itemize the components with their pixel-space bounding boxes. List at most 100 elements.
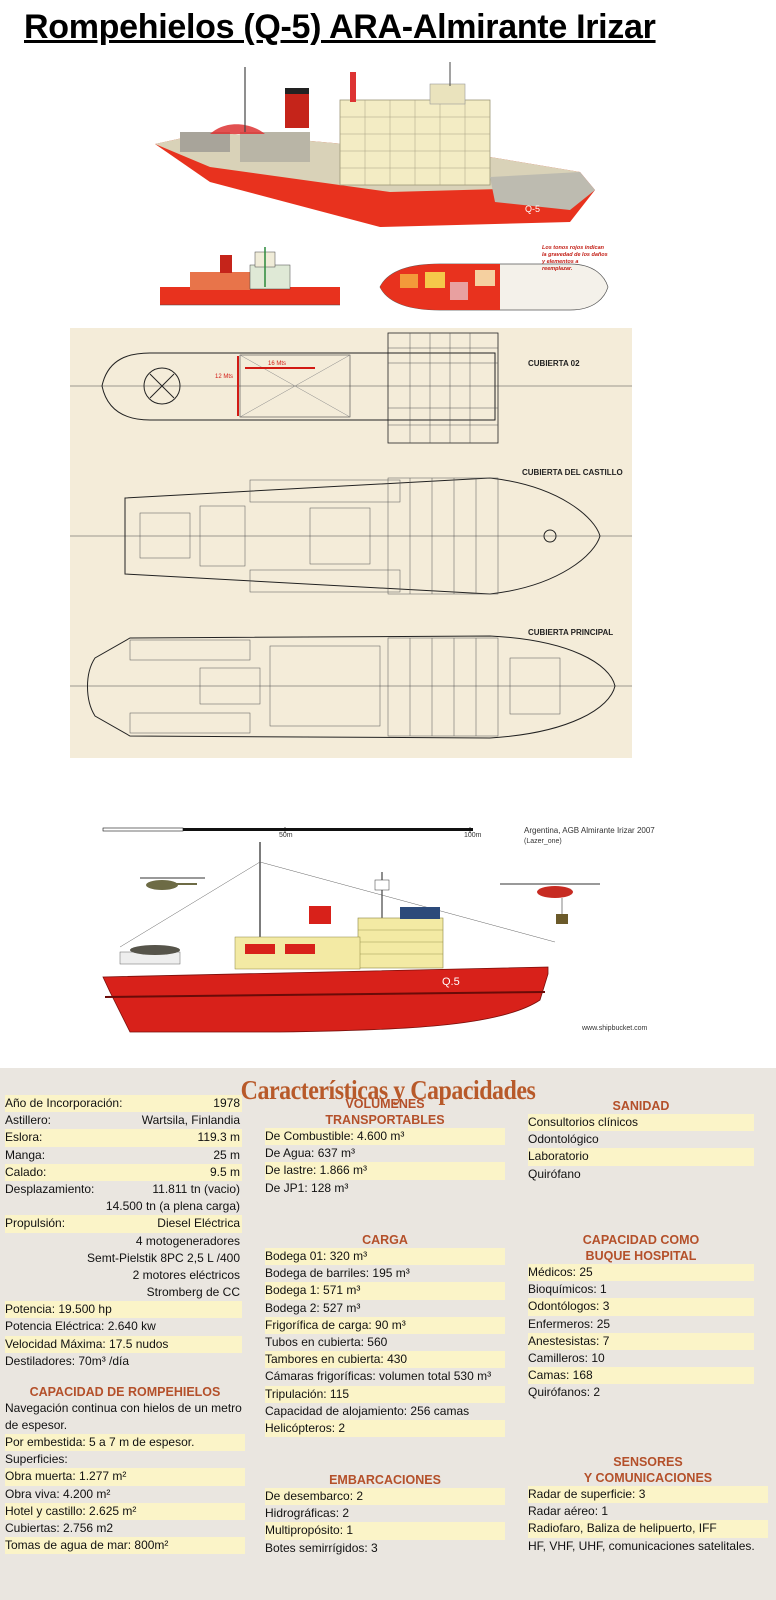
- profile-author: (Lazer_one): [524, 838, 562, 845]
- ship-profile-image: 50m 100m Argentina, AGB Almirante Irizar…: [102, 826, 655, 1033]
- spec-row: Radar de superficie: 3: [528, 1486, 768, 1504]
- health-specs: SANIDAD Consultorios clínicos Odontológi…: [528, 1098, 754, 1183]
- spec-row: Cámaras frigoríficas: volumen total 530 …: [265, 1369, 492, 1384]
- health-heading: SANIDAD: [612, 1099, 670, 1113]
- spec-row: Laboratorio: [528, 1148, 754, 1166]
- volumes-specs: VOLÚMENES TRANSPORTABLES De Combustible:…: [265, 1096, 505, 1197]
- spec-row: Velocidad Máxima: 17.5 nudos: [5, 1335, 242, 1353]
- deck-label-castillo: CUBIERTA DEL CASTILLO: [522, 468, 623, 477]
- deck-principal-plan: CUBIERTA PRINCIPAL: [70, 628, 632, 739]
- deck-label-principal: CUBIERTA PRINCIPAL: [528, 628, 613, 637]
- ship-cutaway-image: Q-5 Los tonos rojos indican la gravedad …: [155, 62, 609, 311]
- icebreaker-heading: CAPACIDAD DE ROMPEHIELOS: [29, 1385, 221, 1399]
- spec-row: Eslora:119.3 m: [5, 1129, 242, 1147]
- spec-row: Semt-Pielstik 8PC 2,5 L /400: [87, 1250, 240, 1265]
- cargo-heading: CARGA: [362, 1233, 408, 1247]
- spec-row: De Combustible: 4.600 m³: [265, 1128, 505, 1146]
- helicopter-left: [140, 877, 205, 890]
- spec-row: Manga:25 m: [5, 1147, 240, 1162]
- hull-mark: Q-5: [525, 204, 540, 214]
- spec-row: Quirófano: [528, 1166, 581, 1181]
- spec-row: Bodega de barriles: 195 m³: [265, 1266, 410, 1281]
- volumes-heading: VOLÚMENES: [345, 1097, 425, 1111]
- spec-row: Bioquímicos: 1: [528, 1282, 607, 1297]
- spec-row: De JP1: 128 m³: [265, 1180, 349, 1195]
- spec-row: Navegación continua con hielos de un met…: [5, 1401, 242, 1432]
- spec-row: Calado:9.5 m: [5, 1163, 242, 1181]
- damage-note: Los tonos rojos indican la gravedad de l…: [542, 245, 608, 272]
- spec-row: Tambores en cubierta: 430: [265, 1351, 505, 1369]
- scale-end: 100m: [464, 832, 482, 839]
- spec-row: De lastre: 1.866 m³: [265, 1162, 505, 1180]
- spec-row: 14.500 tn (a plena carga): [105, 1199, 240, 1214]
- spec-row: Bodega 01: 320 m³: [265, 1248, 505, 1266]
- cargo-specs: CARGA Bodega 01: 320 m³ Bodega de barril…: [265, 1232, 505, 1438]
- hospital-specs: CAPACIDAD COMO BUQUE HOSPITAL Médicos: 2…: [528, 1232, 754, 1402]
- spec-row: 4 motogeneradores: [135, 1233, 240, 1248]
- spec-row: Odontológico: [528, 1132, 599, 1147]
- spec-row: Enfermeros: 25: [528, 1316, 611, 1331]
- spec-row: Odontólogos: 3: [528, 1298, 754, 1316]
- hospital-heading-2: BUQUE HOSPITAL: [585, 1249, 697, 1263]
- spec-row: Obra viva: 4.200 m²: [5, 1486, 111, 1501]
- spec-row: Bodega 2: 527 m³: [265, 1300, 361, 1315]
- page-title: Rompehielos (Q-5) ARA-Almirante Irizar: [24, 8, 656, 46]
- deck-label-02: CUBIERTA 02: [528, 359, 580, 368]
- sensors-specs: SENSORES Y COMUNICACIONES Radar de super…: [528, 1454, 768, 1555]
- spec-row: 2 motores eléctricos: [132, 1267, 240, 1282]
- deck-plan-image: 12 Mts 16 Mts CUBIERTA 02 CUBIERTA DEL C…: [70, 328, 632, 758]
- profile-credit: www.shipbucket.com: [581, 1025, 648, 1032]
- deck-castillo-plan: CUBIERTA DEL CASTILLO: [70, 468, 632, 595]
- helicopter-right: [500, 883, 600, 924]
- scale-mid: 50m: [279, 832, 293, 839]
- spec-row: Hotel y castillo: 2.625 m²: [5, 1502, 245, 1520]
- spec-row: Astillero:Wartsila, Finlandia: [5, 1113, 240, 1128]
- boats-heading: EMBARCACIONES: [329, 1473, 441, 1487]
- icebreaker-specs: CAPACIDAD DE ROMPEHIELOS Navegación cont…: [5, 1384, 245, 1555]
- spec-row: Año de Incorporación:1978: [5, 1095, 242, 1113]
- spec-row: Anestesistas: 7: [528, 1332, 754, 1350]
- spec-row: Propulsión:Diesel Eléctrica: [5, 1215, 242, 1233]
- boats-specs: EMBARCACIONES De desembarco: 2 Hidrográf…: [265, 1472, 505, 1557]
- specs-panel: Características y Capacidades Año de Inc…: [0, 1068, 776, 1600]
- spec-row: Obra muerta: 1.277 m²: [5, 1468, 245, 1486]
- spec-row: Radar aéreo: 1: [528, 1504, 609, 1519]
- spec-row: Multipropósito: 1: [265, 1522, 505, 1540]
- spec-row: Por embestida: 5 a 7 m de espesor.: [5, 1434, 245, 1452]
- sensors-heading-2: Y COMUNICACIONES: [583, 1471, 713, 1485]
- spec-row: Médicos: 25: [528, 1264, 754, 1282]
- spec-row: Camas: 168: [528, 1367, 754, 1385]
- spec-row: Destiladores: 70m³ /día: [5, 1353, 130, 1368]
- spec-row: Tripulación: 115: [265, 1385, 505, 1403]
- spec-row: Potencia: 19.500 hp: [5, 1301, 242, 1319]
- spec-row: HF, VHF, UHF, comunicaciones satelitales…: [528, 1538, 755, 1553]
- spec-row: Bodega 1: 571 m³: [265, 1282, 505, 1300]
- spec-row: Desplazamiento:11.811 tn (vacio): [5, 1181, 240, 1196]
- spec-row: Cubiertas: 2.756 m2: [5, 1520, 114, 1535]
- spec-row: Tubos en cubierta: 560: [265, 1334, 388, 1349]
- spec-row: Superficies:: [5, 1452, 68, 1467]
- profile-hull-number: Q.5: [442, 976, 460, 988]
- spec-row: Quirófanos: 2: [528, 1385, 601, 1400]
- spec-row: Camilleros: 10: [528, 1350, 605, 1365]
- spec-row: Stromberg de CC: [146, 1285, 240, 1300]
- spec-row: De desembarco: 2: [265, 1488, 505, 1506]
- spec-row: Frigorífica de carga: 90 m³: [265, 1316, 505, 1334]
- profile-caption: Argentina, AGB Almirante Irizar 2007: [524, 826, 655, 835]
- spec-row: Capacidad de alojamiento: 256 camas: [265, 1403, 470, 1418]
- specs-title: Características y Capacidades: [240, 1075, 536, 1106]
- spec-row: Botes semirrígidos: 3: [265, 1540, 378, 1555]
- general-specs: Año de Incorporación:1978 Astillero:Wart…: [5, 1095, 242, 1370]
- spec-row: Potencia Eléctrica: 2.640 kw: [5, 1319, 156, 1334]
- spec-row: Tomas de agua de mar: 800m²: [5, 1537, 245, 1555]
- volumes-heading-2: TRANSPORTABLES: [325, 1113, 445, 1127]
- deck-02-plan: 12 Mts 16 Mts CUBIERTA 02: [70, 332, 632, 444]
- spec-row: Helicópteros: 2: [265, 1419, 505, 1438]
- sensors-heading: SENSORES: [613, 1455, 683, 1469]
- spec-row: Consultorios clínicos: [528, 1114, 754, 1132]
- dim-width: 12 Mts: [215, 374, 233, 380]
- hospital-heading: CAPACIDAD COMO: [582, 1233, 700, 1247]
- spec-row: De Agua: 637 m³: [265, 1146, 356, 1161]
- spec-row: Radiofaro, Baliza de helipuerto, IFF: [528, 1520, 768, 1538]
- spec-row: Hidrográficas: 2: [265, 1506, 350, 1521]
